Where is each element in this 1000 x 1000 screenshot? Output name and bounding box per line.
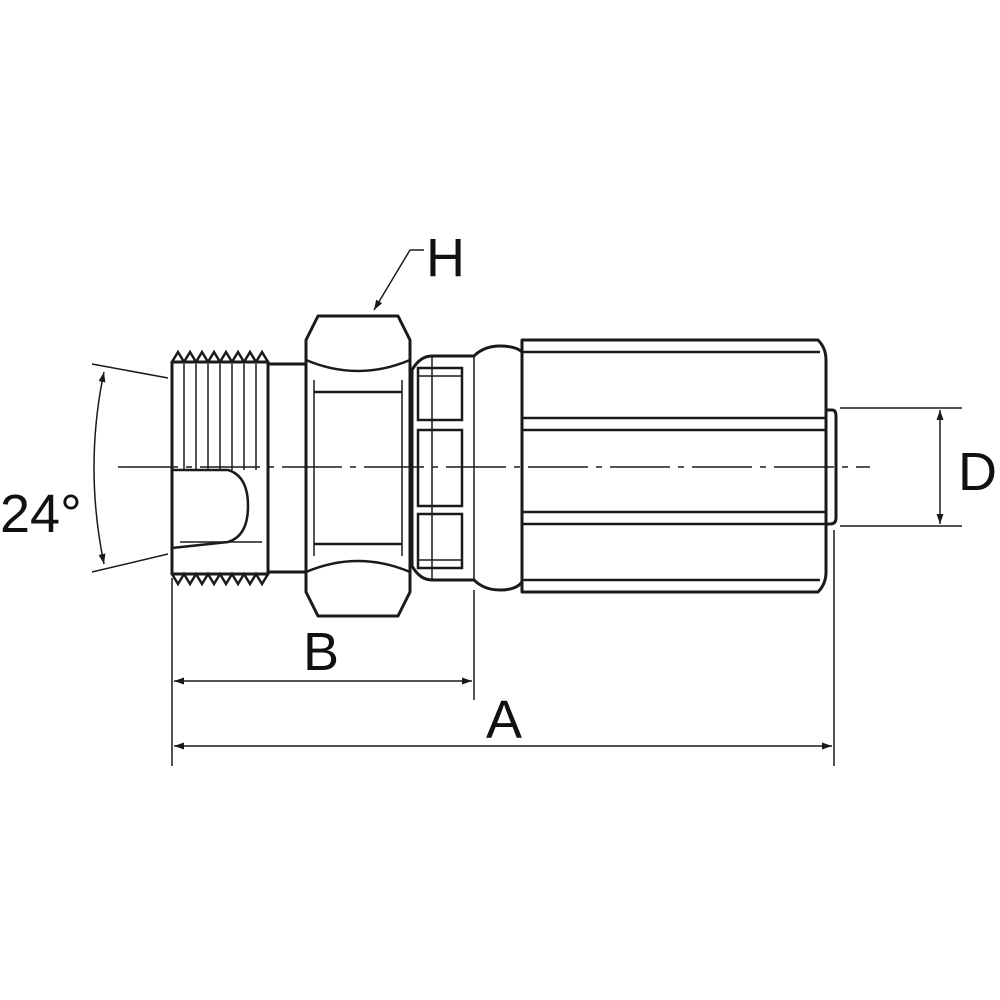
dimension-angle: 24°	[0, 363, 169, 573]
dimension-h: H	[373, 228, 465, 311]
dimension-a: A	[174, 530, 835, 766]
label-b: B	[303, 622, 339, 682]
threaded-stud	[170, 349, 308, 587]
ferrule	[520, 338, 838, 594]
hex-nut	[304, 314, 412, 618]
label-a: A	[486, 690, 522, 750]
label-d: D	[958, 442, 997, 502]
label-h: H	[426, 228, 465, 288]
dimension-b: B	[171, 578, 475, 766]
crimp-collar	[410, 344, 524, 592]
label-angle: 24°	[0, 484, 82, 544]
dimension-d: D	[840, 407, 997, 527]
